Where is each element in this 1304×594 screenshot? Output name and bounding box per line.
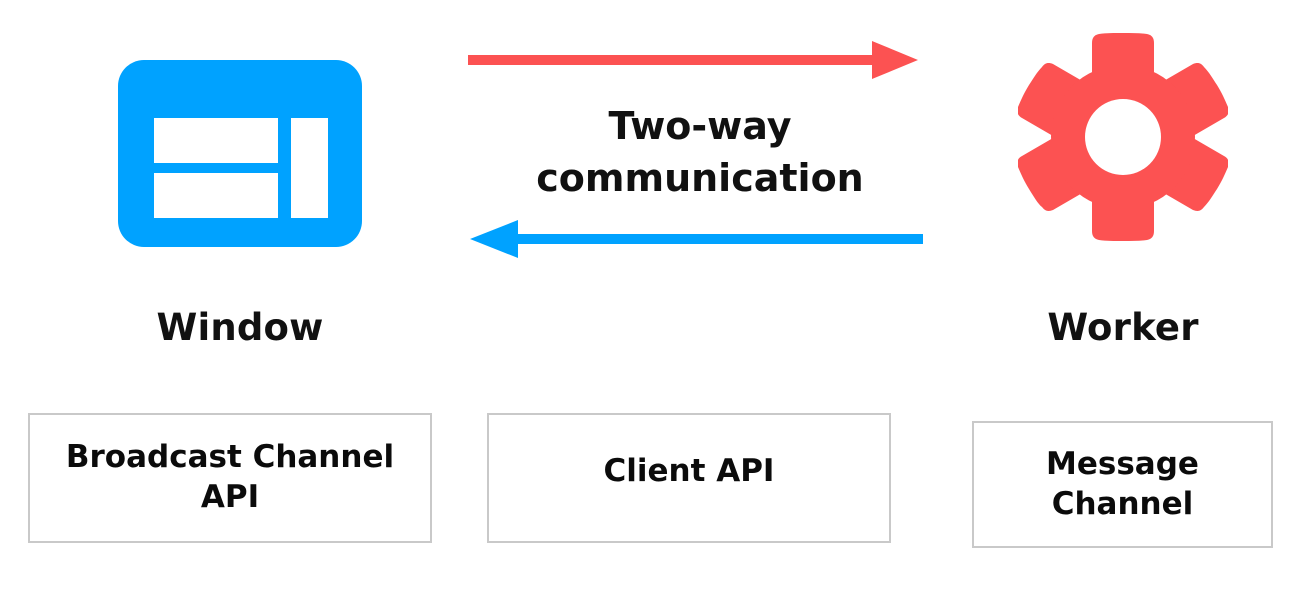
two-way-arrows [460, 30, 936, 260]
api-box-broadcast-channel-api[interactable]: Broadcast Channel API [28, 413, 432, 543]
api-box-label-line-2: API [200, 479, 260, 515]
api-box-client-api[interactable]: Client API [487, 413, 891, 543]
api-box-label-line-1: Client API [603, 453, 775, 490]
arrow-window-to-worker [468, 41, 918, 79]
api-box-label-line-1: Message [1046, 445, 1199, 482]
gear-icon [1018, 28, 1228, 246]
connector-label-line-2: communication [536, 156, 864, 201]
arrow-worker-to-window [470, 220, 923, 258]
node-label-window: Window [156, 306, 324, 349]
browser-window-icon [118, 60, 362, 247]
api-box-label-line-1: Broadcast Channel [65, 439, 395, 476]
api-box-message-channel[interactable]: Message Channel [972, 421, 1273, 548]
api-box-label-line-2: Channel [1051, 485, 1194, 522]
connector-label-line-1: Two-way [608, 104, 792, 148]
node-label-worker: Worker [1047, 306, 1199, 349]
connector-label: Two-way communication [470, 100, 930, 205]
